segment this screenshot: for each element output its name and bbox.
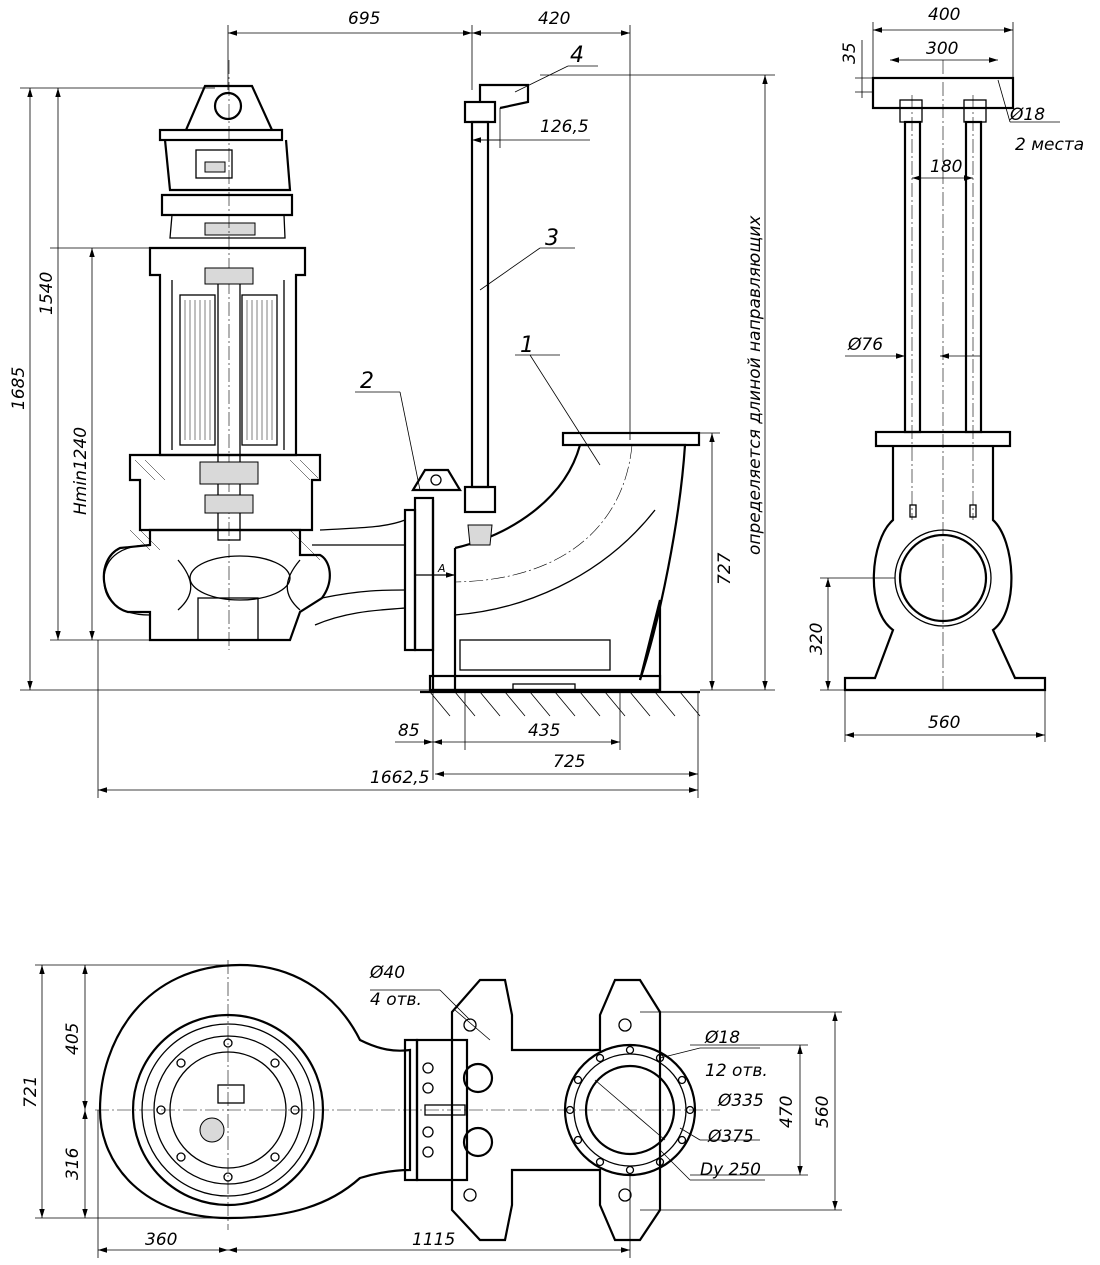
side-dim-300: 300 [926,39,958,59]
side-dim-180: 180 [930,157,962,177]
ground-hatching [429,691,701,717]
plan-dim-470: 470 [777,1096,797,1128]
front-elevation-view: A [9,9,775,798]
dim-420: 420 [538,9,570,29]
plan-dim-1115: 1115 [412,1230,455,1250]
dim-725: 725 [553,752,585,772]
callout-3: 3 [545,226,559,251]
plan-dim-316: 316 [63,1147,83,1180]
side-holes-note: 2 места [1015,135,1084,155]
side-dim-d76: Ø76 [847,335,883,355]
plan-dim-360: 360 [145,1230,177,1250]
plan-dim-560: 560 [813,1096,833,1128]
plan-view: Ø40 4 отв. Ø18 12 отв. Ø335 Ø375 Dy 250 … [21,960,842,1258]
plan-4-holes: 4 отв. [370,990,422,1010]
plan-dim-d18: Ø18 [704,1028,740,1048]
side-dim-320: 320 [807,623,827,655]
plan-dim-d40: Ø40 [369,963,405,983]
plan-dim-dy250: Dy 250 [700,1160,761,1180]
side-dim-35: 35 [840,42,860,64]
plan-dim-405: 405 [63,1023,83,1055]
dim-1685: 1685 [9,367,29,410]
callout-4: 4 [570,43,584,68]
plan-dim-d335: Ø335 [717,1091,764,1111]
outlet-bolt-holes [565,1045,695,1175]
plan-12-holes: 12 отв. [705,1061,768,1081]
plan-dim-721: 721 [21,1076,41,1108]
stator-windings [179,294,278,446]
dim-85: 85 [398,721,420,741]
section-mark: A [437,562,446,575]
guide-length-note: определяется длиной направляющих [745,215,765,555]
callout-2: 2 [360,369,374,394]
discharge-elbow [428,431,701,693]
callout-1: 1 [520,333,534,358]
guide-rail [463,83,530,546]
dim-695: 695 [348,9,380,29]
side-view: 400 300 35 Ø18 2 места 180 Ø76 320 560 [807,5,1084,742]
plan-dim-d375: Ø375 [707,1127,754,1147]
dim-hmin: Hmin1240 [71,427,91,515]
dim-1662-5: 1662,5 [370,768,429,788]
side-dim-400: 400 [928,5,960,25]
side-dim-d18: Ø18 [1009,105,1045,125]
dim-1540: 1540 [37,272,57,315]
dim-435: 435 [528,721,560,741]
dim-727: 727 [715,552,735,585]
side-dim-560: 560 [928,713,960,733]
dim-126-5: 126,5 [540,117,589,137]
